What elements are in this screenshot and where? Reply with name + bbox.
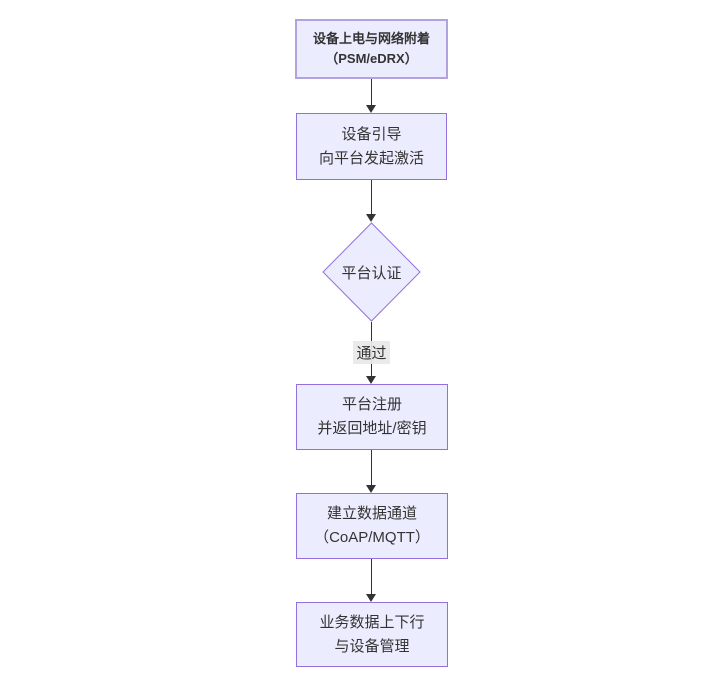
edge-label-pass: 通过: [353, 341, 390, 364]
node-business-mgmt-line1: 业务数据上下行: [319, 613, 425, 631]
arrowhead-icon: [366, 376, 376, 384]
node-data-channel-line1: 建立数据通道: [326, 505, 417, 522]
arrowhead-icon: [366, 105, 376, 113]
node-platform-register-line2: 并返回地址/密钥: [317, 420, 427, 437]
edge-power-to-boot-line: [371, 79, 372, 106]
edge-boot-to-auth-line: [371, 180, 372, 215]
edge-channel-to-business-line: [371, 559, 372, 595]
node-bootstrap-line1: 设备引导: [341, 125, 402, 143]
node-platform-register: 平台注册 并返回地址/密钥: [296, 384, 448, 450]
node-bootstrap: 设备引导 向平台发起激活: [296, 113, 447, 180]
node-platform-register-line1: 平台注册: [341, 396, 402, 413]
node-power-attach: 设备上电与网络附着 （PSM/eDRX）: [295, 19, 448, 79]
node-power-attach-line2: （PSM/eDRX）: [325, 51, 418, 66]
node-data-channel: 建立数据通道 （CoAP/MQTT）: [296, 493, 448, 559]
node-business-mgmt-line2: 与设备管理: [334, 637, 410, 655]
node-data-channel-line2: （CoAP/MQTT）: [314, 529, 430, 546]
node-platform-auth: 平台认证: [322, 222, 421, 322]
diamond-shape: [322, 222, 421, 322]
node-power-attach-line1: 设备上电与网络附着: [312, 31, 430, 46]
arrowhead-icon: [366, 485, 376, 493]
node-bootstrap-line2: 向平台发起激活: [318, 149, 424, 167]
arrowhead-icon: [366, 214, 376, 222]
node-platform-auth-label: 平台认证: [341, 264, 402, 282]
edge-register-to-channel-line: [371, 450, 372, 486]
arrowhead-icon: [366, 594, 376, 602]
node-business-mgmt: 业务数据上下行 与设备管理: [296, 602, 448, 667]
